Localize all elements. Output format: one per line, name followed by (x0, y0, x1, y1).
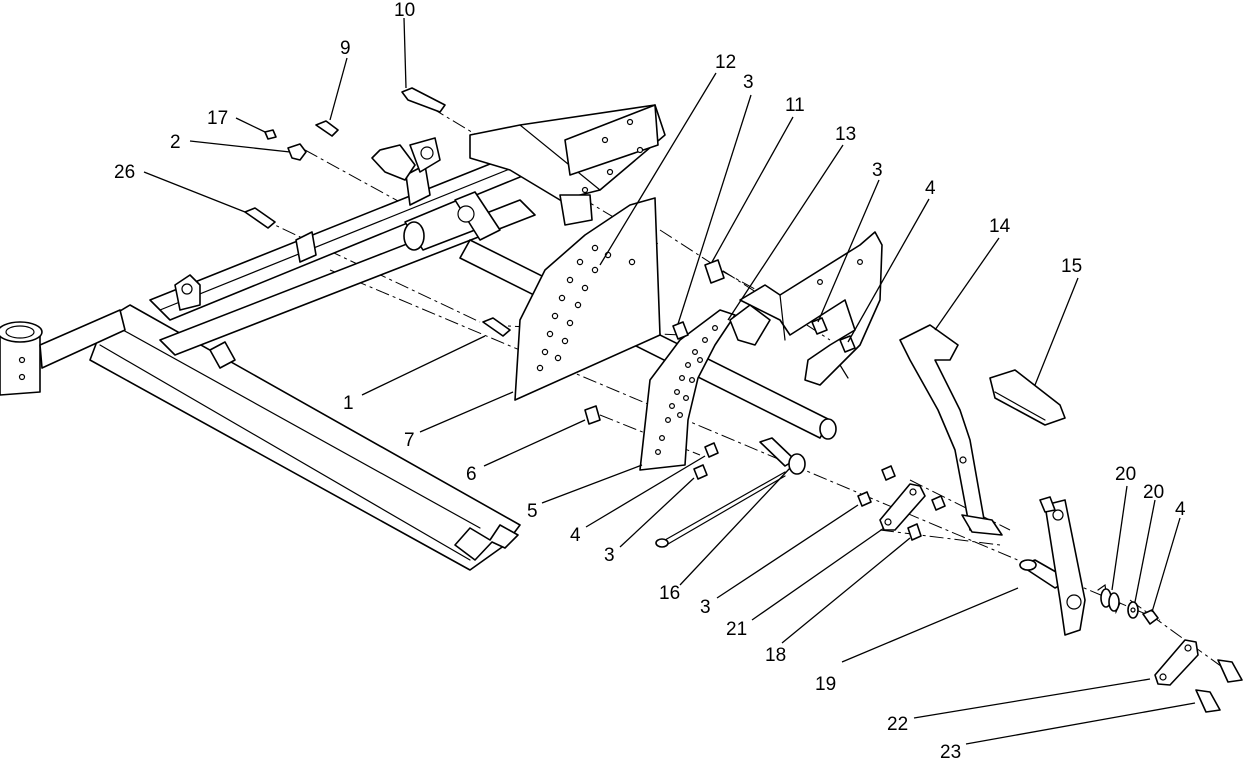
callout-18: 20 (1115, 464, 1136, 485)
callout-14: 16 (659, 583, 680, 604)
perforated-plate-7 (514, 197, 661, 401)
callout-12: 14 (989, 216, 1011, 237)
callout-10: 10 (394, 0, 415, 21)
callout-17: 19 (815, 674, 836, 695)
pedal-12 (899, 324, 1003, 536)
callout-4-right: 4 (1175, 499, 1186, 520)
callout-4-left: 4 (570, 525, 581, 546)
callout-3-lower: 3 (700, 597, 711, 618)
link-plate-20-upper (879, 483, 926, 531)
callout-13: 15 (1061, 256, 1082, 277)
callout-6: 6 (466, 464, 477, 485)
callout-2: 2 (170, 132, 181, 153)
callout-1: 1 (343, 393, 354, 414)
hardware (244, 87, 1243, 713)
callout-labels: 10 9 17 2 26 1 7 6 5 4 3 16 3 21 18 19 2… (114, 0, 1186, 763)
pedal-pad-13 (989, 369, 1066, 426)
callout-20-upper: 21 (726, 619, 747, 640)
callout-9: 9 (340, 38, 351, 59)
washer-19 (1127, 601, 1139, 619)
latch-bracket (729, 231, 883, 386)
callout-19: 20 (1143, 482, 1164, 503)
callout-22: 12 (715, 52, 736, 73)
callout-23: 13 (835, 124, 856, 145)
callout-26: 26 (114, 162, 135, 183)
callout-21: 23 (940, 742, 961, 763)
plate-5-holes (654, 325, 718, 456)
callout-3-upper: 3 (743, 72, 754, 93)
callout-4-upper: 4 (925, 178, 936, 199)
callout-16: 18 (765, 645, 786, 666)
perforated-plate-5 (639, 309, 736, 471)
callout-7: 7 (404, 430, 415, 451)
spring-18 (1097, 583, 1121, 615)
plate-7-holes (536, 244, 636, 372)
nut-4-right (1142, 609, 1159, 625)
leader-lines (143, 17, 1196, 745)
callout-15: 17 (207, 108, 228, 129)
callout-5: 5 (527, 501, 538, 522)
callout-3-left: 3 (604, 545, 615, 566)
callout-20-lower: 22 (887, 714, 908, 735)
lever-17 (1019, 496, 1086, 636)
callout-11: 11 (785, 95, 805, 116)
callout-3-upper-right: 3 (872, 160, 883, 181)
link-plate-20-lower (1154, 639, 1199, 686)
